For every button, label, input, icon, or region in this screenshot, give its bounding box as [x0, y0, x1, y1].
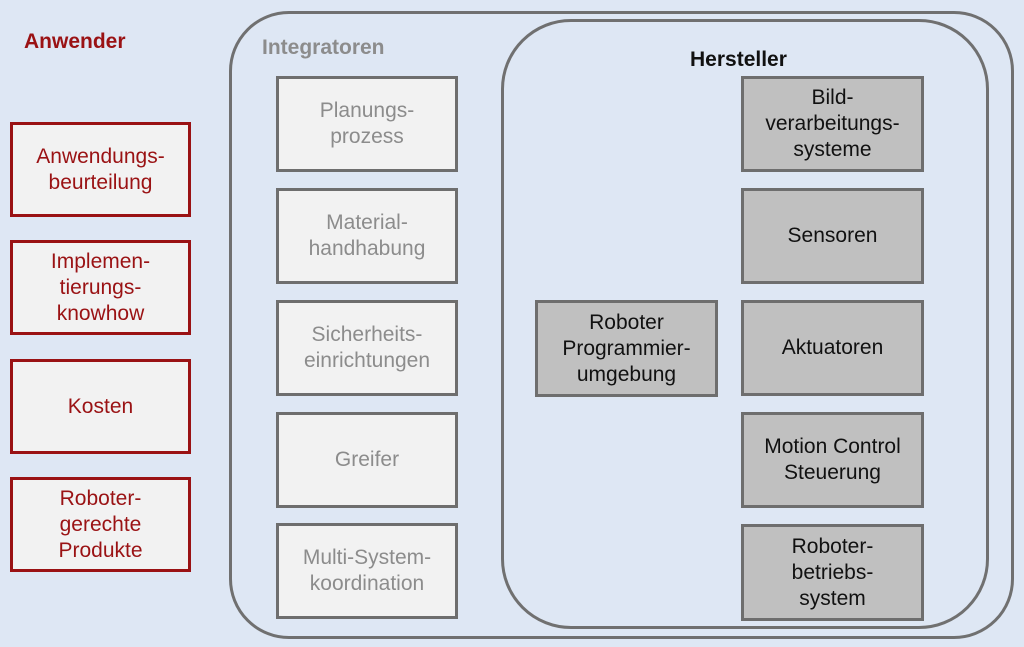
anwender-item-robotergerechte-produkte: Roboter- gerechte Produkte: [10, 477, 191, 572]
integratoren-item-materialhandhabung: Material- handhabung: [276, 188, 458, 284]
integratoren-item-sicherheitseinrichtungen: Sicherheits- einrichtungen: [276, 300, 458, 396]
anwender-title: Anwender: [24, 30, 126, 53]
hersteller-item-motion-control-steuerung: Motion Control Steuerung: [741, 412, 924, 508]
hersteller-group: [501, 19, 989, 629]
anwender-item-kosten: Kosten: [10, 359, 191, 454]
hersteller-item-roboterbetriebssystem: Roboter- betriebs- system: [741, 524, 924, 621]
integratoren-item-greifer: Greifer: [276, 412, 458, 508]
hersteller-item-sensoren: Sensoren: [741, 188, 924, 284]
anwender-item-anwendungsbeurteilung: Anwendungs- beurteilung: [10, 122, 191, 217]
hersteller-title: Hersteller: [690, 48, 787, 71]
hersteller-item-aktuatoren: Aktuatoren: [741, 300, 924, 396]
hersteller-item-roboter-programmierumgebung: Roboter Programmier- umgebung: [535, 300, 718, 397]
integratoren-group: [229, 11, 1014, 639]
hersteller-item-bildverarbeitungssysteme: Bild- verarbeitungs- systeme: [741, 76, 924, 172]
integratoren-item-planungsprozess: Planungs- prozess: [276, 76, 458, 172]
integratoren-title: Integratoren: [262, 36, 385, 59]
anwender-item-implementierungsknowhow: Implemen- tierungs- knowhow: [10, 240, 191, 335]
integratoren-item-multi-systemkoordination: Multi-System- koordination: [276, 523, 458, 619]
